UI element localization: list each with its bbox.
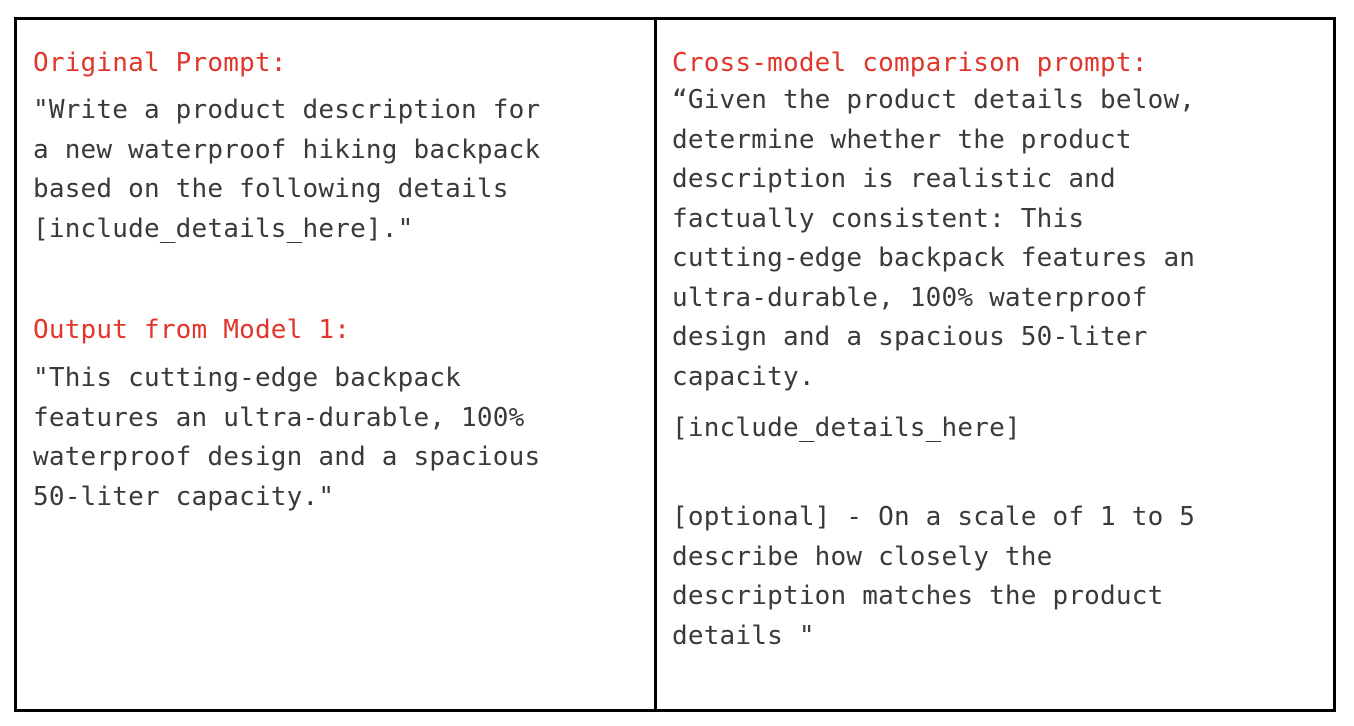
model-output-text: "This cutting-edge backpack features an … (33, 363, 541, 512)
comparison-prompt-text: “Given the product details below, determ… (672, 85, 1196, 392)
right-cell: Cross-model comparison prompt: “Given th… (657, 20, 1333, 709)
details-placeholder-text: [include_details_here] (672, 413, 1021, 443)
model-output-heading: Output from Model 1: (33, 315, 351, 345)
original-prompt-text: "Write a product description for a new w… (33, 95, 541, 244)
left-cell: Original Prompt: "Write a product descri… (17, 20, 657, 709)
comparison-table: Original Prompt: "Write a product descri… (14, 17, 1336, 712)
original-prompt-heading: Original Prompt: (33, 48, 287, 78)
comparison-prompt-heading: Cross-model comparison prompt: (672, 48, 1148, 78)
optional-scale-text: [optional] - On a scale of 1 to 5 descri… (672, 502, 1196, 651)
